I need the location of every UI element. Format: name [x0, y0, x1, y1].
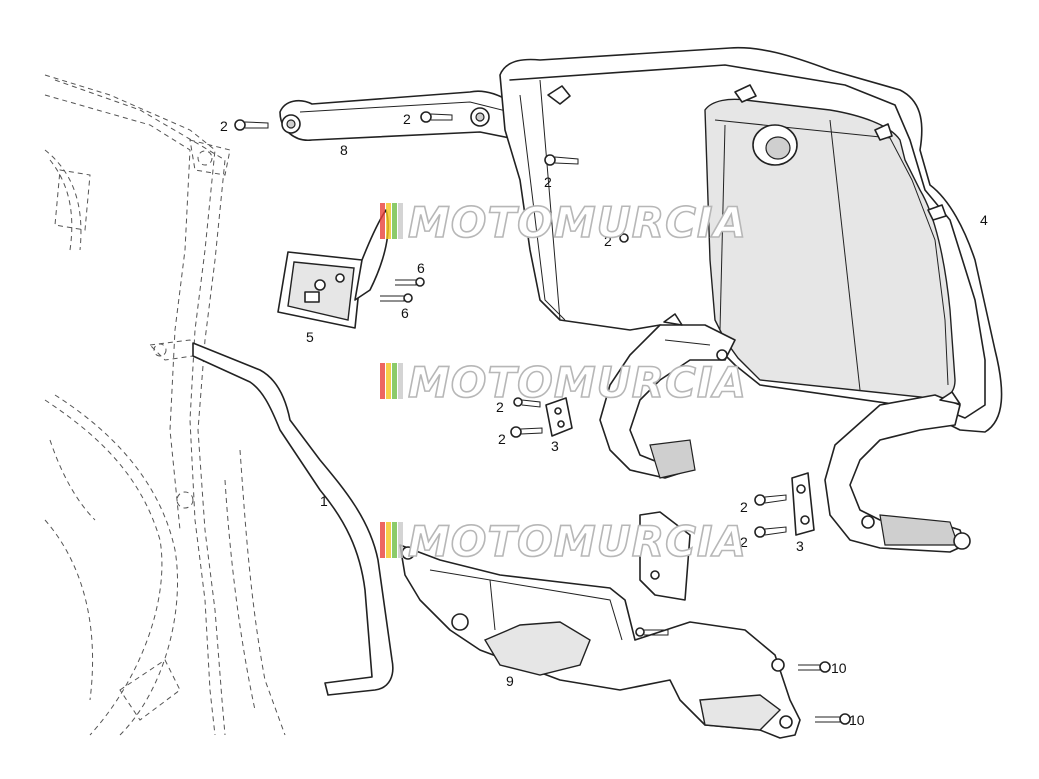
- watermark-text: MOTOMURCIA: [408, 517, 747, 566]
- part-5-plate-bracket: [277, 209, 389, 329]
- label-2h: 2: [740, 534, 748, 550]
- label-2a: 2: [220, 118, 228, 134]
- watermark-text: MOTOMURCIA: [408, 198, 747, 247]
- label-2g: 2: [740, 499, 748, 515]
- screw-2a: [234, 119, 269, 131]
- screw-10b: [815, 713, 851, 725]
- part-9-side-cover: [399, 511, 801, 739]
- screw-6b: [380, 293, 413, 303]
- label-2b: 2: [403, 111, 411, 127]
- label-10b: 10: [849, 712, 865, 728]
- part-3-plate-a: [545, 397, 573, 437]
- part-labels: 2 2 2 2 2 2 2 2 8 4 6 6 5 3 3 1 9 10 10: [220, 111, 988, 728]
- label-2e: 2: [496, 399, 504, 415]
- screw-2e: [513, 397, 541, 408]
- watermark-top: MOTOMURCIA: [380, 197, 747, 248]
- screw-2f: [510, 426, 543, 438]
- screw-2d: [619, 233, 629, 243]
- label-2c: 2: [544, 174, 552, 190]
- part-1-rod: [192, 342, 394, 696]
- screw-10a: [798, 661, 831, 673]
- label-4: 4: [980, 212, 988, 228]
- label-8: 8: [340, 142, 348, 158]
- label-3b: 3: [796, 538, 804, 554]
- screw-2g: [754, 494, 787, 506]
- part-4-carrier-frame: [499, 46, 1003, 433]
- grab-handle-right: [824, 391, 971, 553]
- watermark-bottom: MOTOMURCIA: [380, 516, 747, 567]
- part-3-plate-b: [791, 472, 815, 536]
- label-3a: 3: [551, 438, 559, 454]
- label-9: 9: [506, 673, 514, 689]
- screw-extra: [635, 627, 669, 637]
- label-6a: 6: [417, 260, 425, 276]
- label-2d: 2: [604, 233, 612, 249]
- screw-2b: [420, 111, 453, 123]
- label-10a: 10: [831, 660, 847, 676]
- screw-6a: [395, 277, 425, 287]
- label-1: 1: [320, 493, 328, 509]
- vehicle-outline-dashed: [44, 74, 286, 736]
- label-5: 5: [306, 329, 314, 345]
- grab-handle-left: [599, 313, 736, 479]
- label-2f: 2: [498, 431, 506, 447]
- screw-2h: [754, 526, 787, 538]
- screws: [234, 111, 851, 725]
- screw-2c: [544, 154, 579, 166]
- watermark-text: MOTOMURCIA: [408, 358, 747, 407]
- label-6b: 6: [401, 305, 409, 321]
- watermark-middle: MOTOMURCIA: [380, 357, 747, 408]
